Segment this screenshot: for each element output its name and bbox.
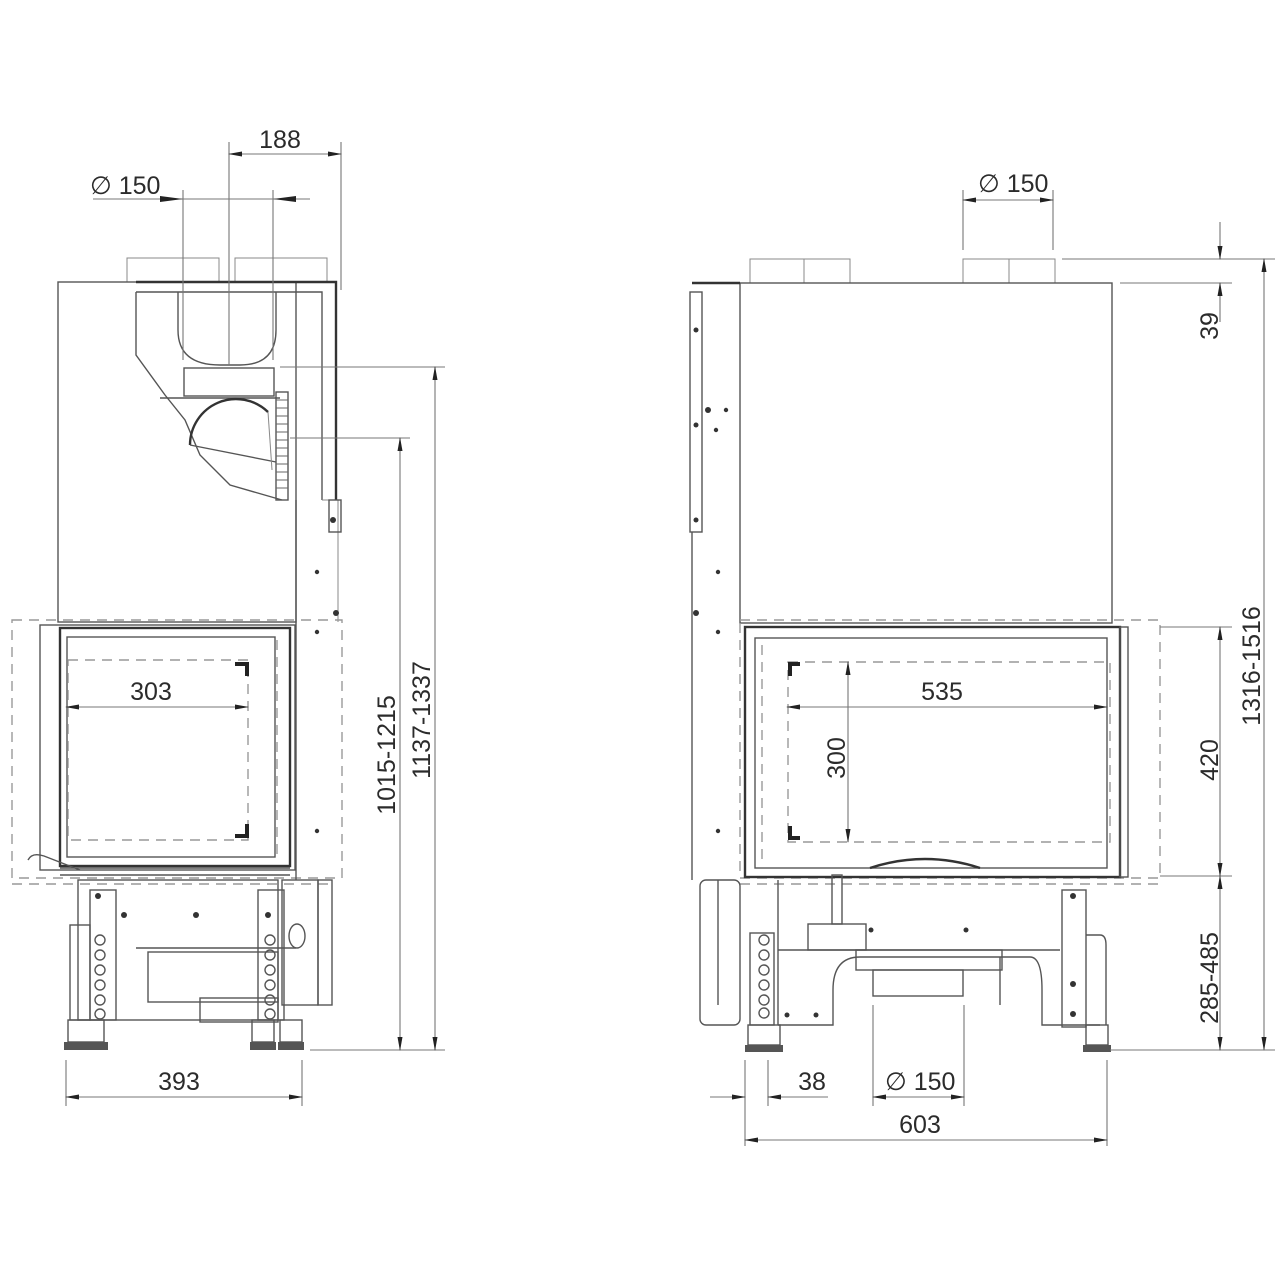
upper-body [739,282,1113,624]
door-handle [27,853,81,871]
dim-label-285-485: 285-485 [1196,932,1224,1024]
dim-188: 188 [228,126,342,365]
dim-38: 38 [710,1060,828,1146]
dim-flue-150: ∅ 150 [90,172,310,360]
flue-pipe [177,292,277,366]
dim-285-485: 285-485 [1110,875,1275,1051]
dim-label-flue-diameter-top: ∅ 150 [978,170,1048,198]
flue-collar-right [234,257,328,283]
adjustment-holes-left [94,934,106,1020]
air-control [288,923,306,949]
dim-303: 303 [65,678,249,710]
damper-disc [188,397,269,446]
base-frame [77,879,279,1021]
dim-label-535: 535 [921,678,963,706]
outline-dash [739,619,1161,879]
dim-bottom-150: ∅ 150 [872,1005,965,1106]
flue-collar-left [749,258,851,284]
dim-603: 603 [744,1060,1108,1146]
dim-39: 39 [1062,222,1275,340]
dim-1137-1337: 1137-1337 [280,366,445,1051]
viewing-area [67,659,249,841]
dim-label-300: 300 [823,737,851,779]
dim-label-1137-1337: 1137-1337 [408,661,436,779]
air-control-box [807,923,867,951]
glass-door [743,625,1122,879]
dim-1015-1215: 1015-1215 [290,437,410,1051]
dim-label-303: 303 [130,678,172,706]
dim-label-1316-1516: 1316-1516 [1238,606,1266,726]
dim-label-188: 188 [259,126,301,154]
side-view: 188 ∅ 150 1137-1337 1015-1215 303 [11,126,445,1106]
adjustable-feet [64,1019,304,1050]
dim-label-air-inlet-diameter: ∅ 150 [885,1068,955,1096]
dim-393: 393 [65,1060,303,1106]
adjustment-holes [758,934,770,1019]
door-handle [869,857,981,870]
dim-label-38: 38 [798,1068,826,1096]
viewing-area [787,661,1111,843]
front-view: ∅ 150 39 1316-1516 420 285-485 535 [689,170,1275,1146]
adjustable-feet [745,1024,1111,1052]
base-frame [778,956,1100,1026]
ash-pan [855,949,1003,971]
damper-spring [275,391,289,501]
dim-label-603: 603 [899,1111,941,1139]
adjustment-holes-right [264,934,276,1020]
glass-door [58,626,292,868]
dim-label-393: 393 [158,1068,200,1096]
flue-collar-left [126,257,220,283]
upper-body [57,281,297,623]
dim-420: 420 [1160,626,1232,877]
dim-top-150: ∅ 150 [962,170,1054,250]
dim-label-1015-1215: 1015-1215 [373,695,401,815]
dim-1316-1516: 1316-1516 [1238,258,1267,1051]
outline-dash [11,619,343,879]
dim-label-flue-diameter: ∅ 150 [90,172,160,200]
ash-pan [147,951,279,1003]
side-rail [689,291,703,533]
dim-label-420: 420 [1196,739,1224,781]
dim-label-39: 39 [1196,312,1224,340]
dim-300: 300 [823,661,851,843]
dim-535: 535 [786,678,1108,710]
